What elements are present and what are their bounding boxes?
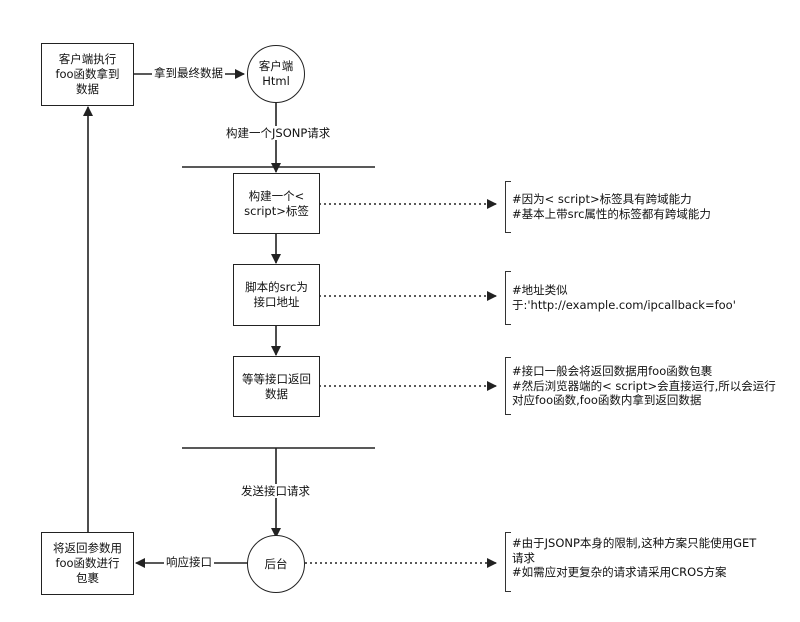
- note1-text: #因为< script>标签具有跨域能力 #基本上带src属性的标签都有跨域能力: [512, 192, 711, 221]
- edge-label-send-request: 发送接口请求: [239, 484, 312, 498]
- note1-bracket: [505, 181, 511, 233]
- note4-bracket: [505, 532, 511, 592]
- note3-bracket: [505, 357, 511, 415]
- node-create-script: 构建一个< script>标签: [233, 173, 320, 234]
- edge-label-get-final-data: 拿到最终数据: [152, 66, 225, 80]
- note3-text: #接口一般会将返回数据用foo函数包裹 #然后浏览器端的< script>会直接…: [512, 364, 776, 407]
- note4-text: #由于JSONP本身的限制,这种方案只能使用GET 请求 #如需应对更复杂的请求…: [512, 536, 757, 579]
- edge-label-respond: 响应接口: [164, 555, 214, 569]
- node-wrap-params: 将返回参数用 foo函数进行 包裹: [41, 532, 134, 595]
- note2-text: #地址类似 于:'http://example.com/ipcallback=f…: [512, 283, 736, 312]
- node-client-html: 客户端 Html: [247, 45, 305, 103]
- node-wait-return: 等等接口返回 数据: [233, 356, 320, 417]
- note2-bracket: [505, 271, 511, 325]
- node-script-src: 脚本的src为 接口地址: [233, 264, 320, 326]
- edge-label-build-jsonp: 构建一个JSONP请求: [224, 126, 333, 140]
- node-backend: 后台: [247, 535, 305, 593]
- node-client-exec: 客户端执行 foo函数拿到 数据: [41, 43, 134, 106]
